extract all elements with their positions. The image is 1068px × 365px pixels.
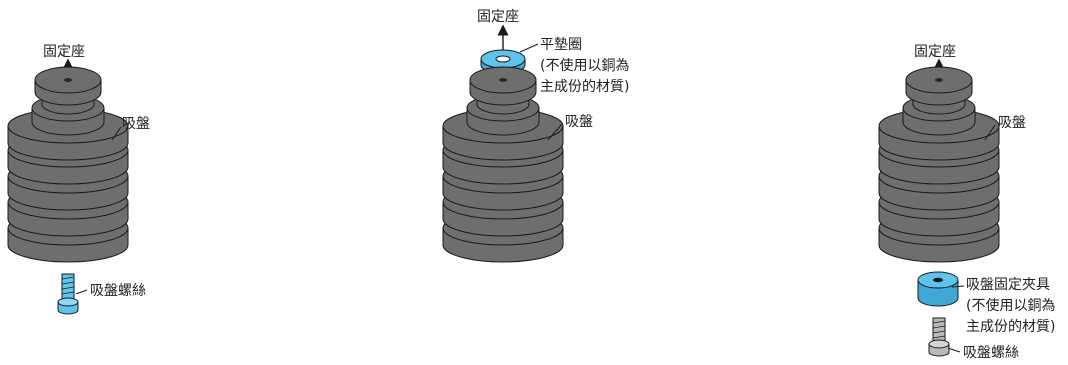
right-screw-label: 吸盤螺絲 [963, 345, 1019, 361]
suction-cup-icon [878, 66, 1000, 263]
suction-cup-icon [442, 66, 564, 263]
screw-icon [928, 317, 950, 357]
right-mount-label: 固定座 [914, 44, 956, 60]
washer-label-line3: 主成份的材質) [540, 79, 629, 95]
washer-label-line1: 平墊圈 [540, 37, 582, 53]
right-assembly: 固定座 吸盤 吸盤固定夾具 (不使用以銅為 主成份的材質) 吸盤螺絲 [878, 44, 1055, 361]
right-cup-label: 吸盤 [998, 115, 1026, 131]
left-screw-label: 吸盤螺絲 [90, 283, 146, 299]
suction-cup-icon [7, 66, 129, 263]
clamp-icon [917, 271, 959, 307]
screw-icon [57, 273, 79, 315]
middle-cup-label: 吸盤 [565, 114, 593, 130]
left-cup-label: 吸盤 [122, 116, 150, 132]
clamp-label-line2: (不使用以銅為 [966, 297, 1055, 314]
middle-assembly: 固定座 平墊圈 (不使用以銅為 主成份的材質) 吸盤 [442, 9, 629, 263]
clamp-label-line3: 主成份的材質) [966, 319, 1055, 335]
clamp-label-line1: 吸盤固定夾具 [966, 277, 1050, 293]
middle-mount-label: 固定座 [477, 9, 519, 25]
flat-washer-icon [480, 49, 526, 75]
washer-label-line2: (不使用以銅為 [540, 57, 629, 74]
left-mount-label: 固定座 [43, 44, 85, 60]
left-assembly: 固定座 吸盤 吸盤螺絲 [7, 44, 150, 315]
